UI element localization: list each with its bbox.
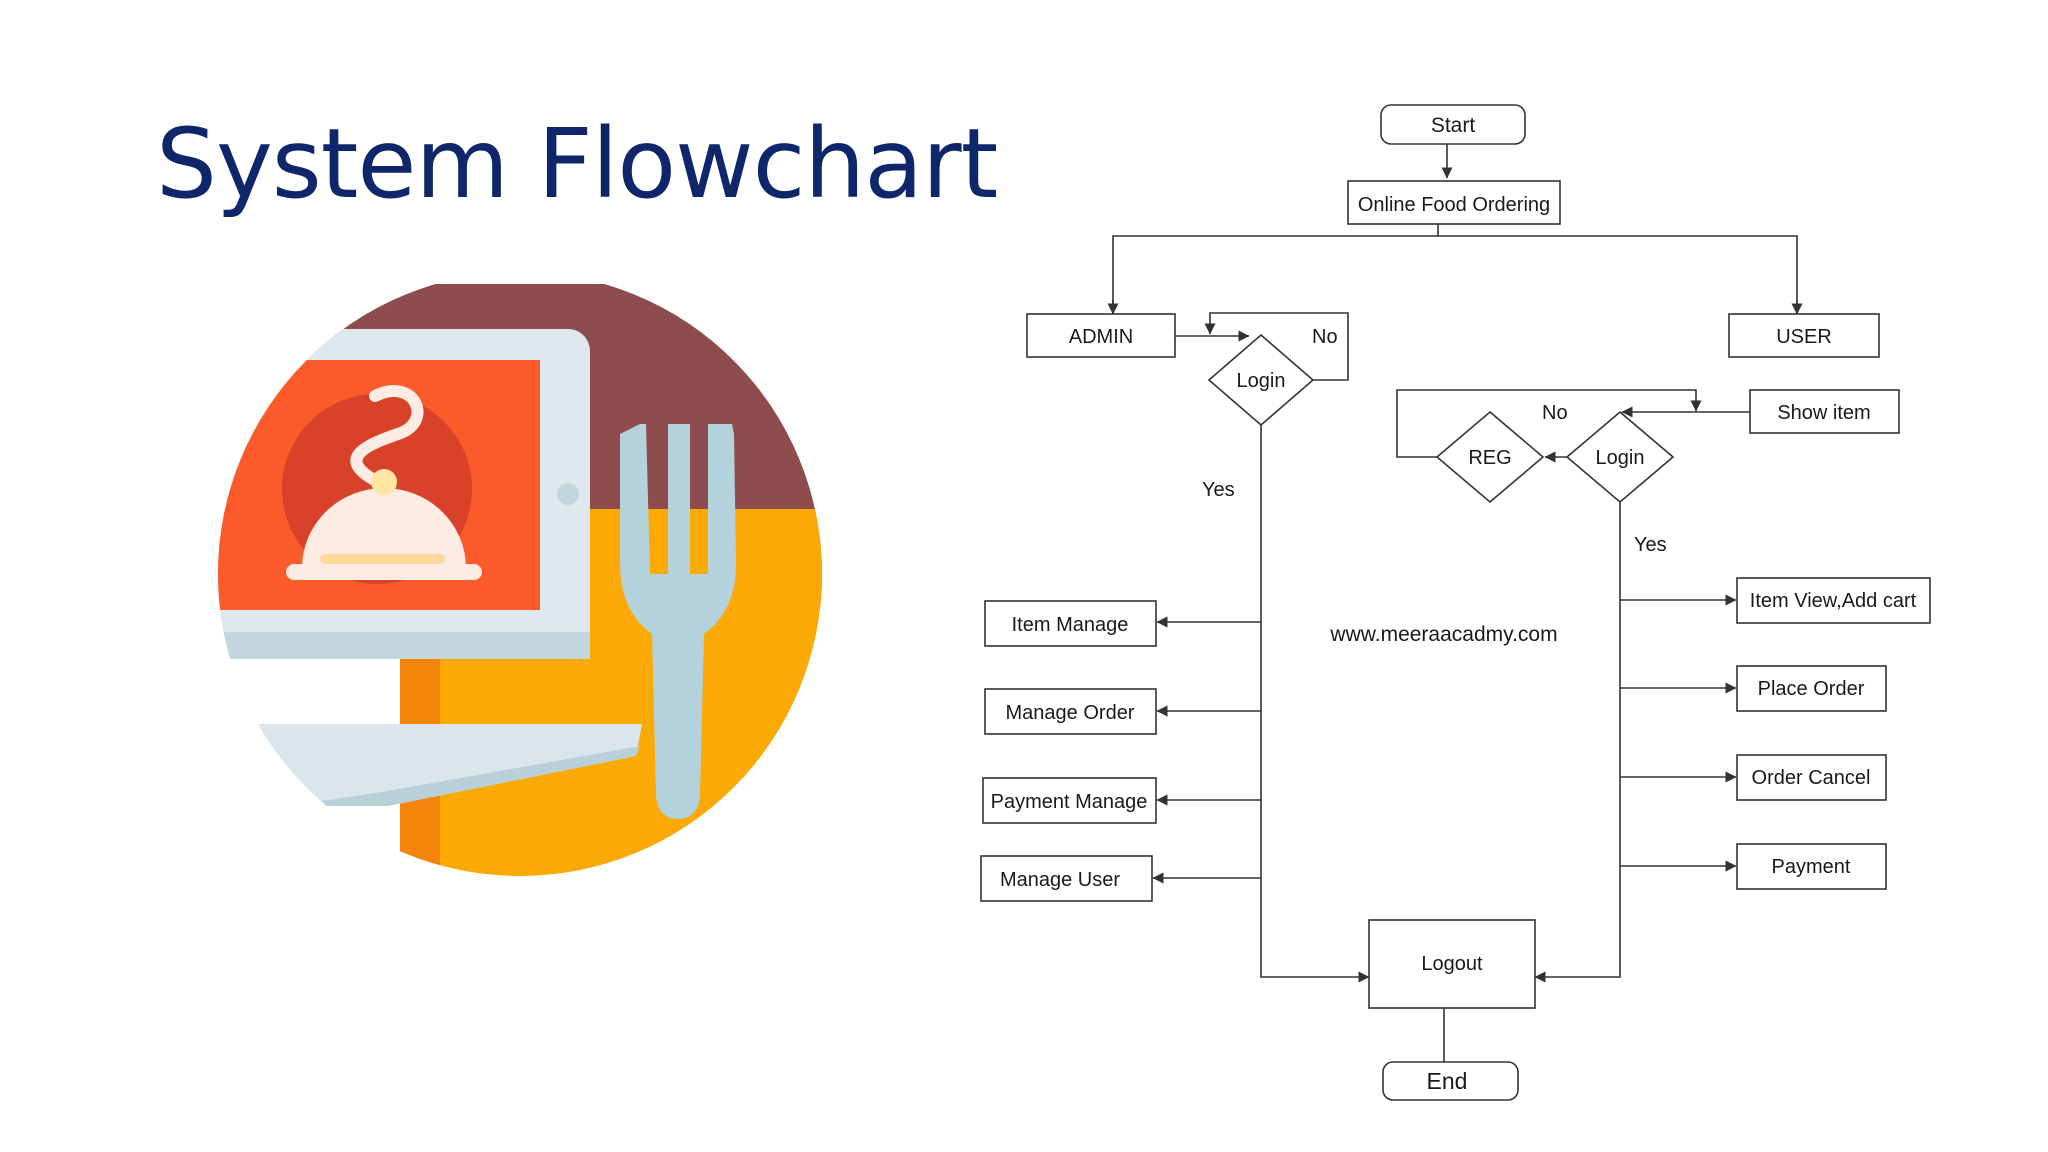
start-label: Start [1431, 114, 1476, 137]
admin-item-2-label: Manage Order [1006, 702, 1135, 724]
fork-icon [620, 424, 736, 819]
admin-box [1026, 313, 1176, 358]
user-item-1-box [1736, 577, 1931, 624]
connector-user-yes-trunk [1534, 502, 1621, 983]
user-login-label: Login [1596, 447, 1645, 469]
steam-icon [350, 385, 424, 488]
user-no-label: No [1542, 402, 1568, 424]
tablet-food-order-icon [218, 284, 822, 876]
admin-item-1-label: Item Manage [1012, 614, 1129, 636]
admin-item-3-box [982, 777, 1157, 824]
connector-admin-yes-trunk [1260, 425, 1370, 983]
cloche-knob [371, 469, 397, 495]
reg-label: REG [1468, 447, 1511, 469]
admin-yes-label: Yes [1202, 479, 1235, 501]
root-process [1347, 180, 1561, 225]
end-label: End [1427, 1068, 1468, 1094]
user-item-4-box [1736, 843, 1887, 890]
cloche-icon [302, 488, 466, 568]
cloche-band [320, 554, 445, 564]
slide-title: System Flowchart [156, 108, 998, 220]
user-item-4-label: Payment [1772, 856, 1851, 878]
show-item-label: Show item [1777, 402, 1870, 424]
admin-no-label: No [1312, 326, 1338, 348]
connector-admin-no-loop [1204, 312, 1349, 381]
logout-label: Logout [1421, 953, 1483, 975]
admin-login-label: Login [1237, 370, 1286, 392]
admin-item-4-label: Manage User [1000, 869, 1120, 891]
user-yes-label: Yes [1634, 534, 1667, 556]
user-item-3-box [1736, 754, 1887, 801]
logout-box [1368, 919, 1536, 1009]
root-label: Online Food Ordering [1358, 194, 1550, 216]
admin-item-4-box [980, 855, 1153, 902]
connector-root-branches [1112, 235, 1798, 314]
start-terminal [1380, 104, 1526, 145]
user-item-2-box [1736, 665, 1887, 712]
reg-decision [1435, 410, 1545, 504]
user-box [1728, 313, 1880, 358]
user-item-1-label: Item View,Add cart [1750, 590, 1917, 612]
admin-item-1-box [984, 600, 1157, 647]
user-item-3-label: Order Cancel [1752, 767, 1871, 789]
end-terminal [1382, 1061, 1519, 1101]
cloche-plate [286, 564, 482, 580]
admin-item-3-label: Payment Manage [991, 791, 1148, 813]
tablet-home-button [557, 483, 579, 505]
connector-reg-loop [1396, 389, 1702, 458]
user-item-2-label: Place Order [1758, 678, 1865, 700]
tablet-shadow [218, 632, 590, 659]
watermark-text: www.meeraacadmy.com [1329, 623, 1557, 646]
show-item-box [1749, 389, 1900, 434]
user-label: USER [1776, 326, 1832, 348]
admin-label: ADMIN [1069, 326, 1133, 348]
admin-item-2-box [984, 688, 1157, 735]
